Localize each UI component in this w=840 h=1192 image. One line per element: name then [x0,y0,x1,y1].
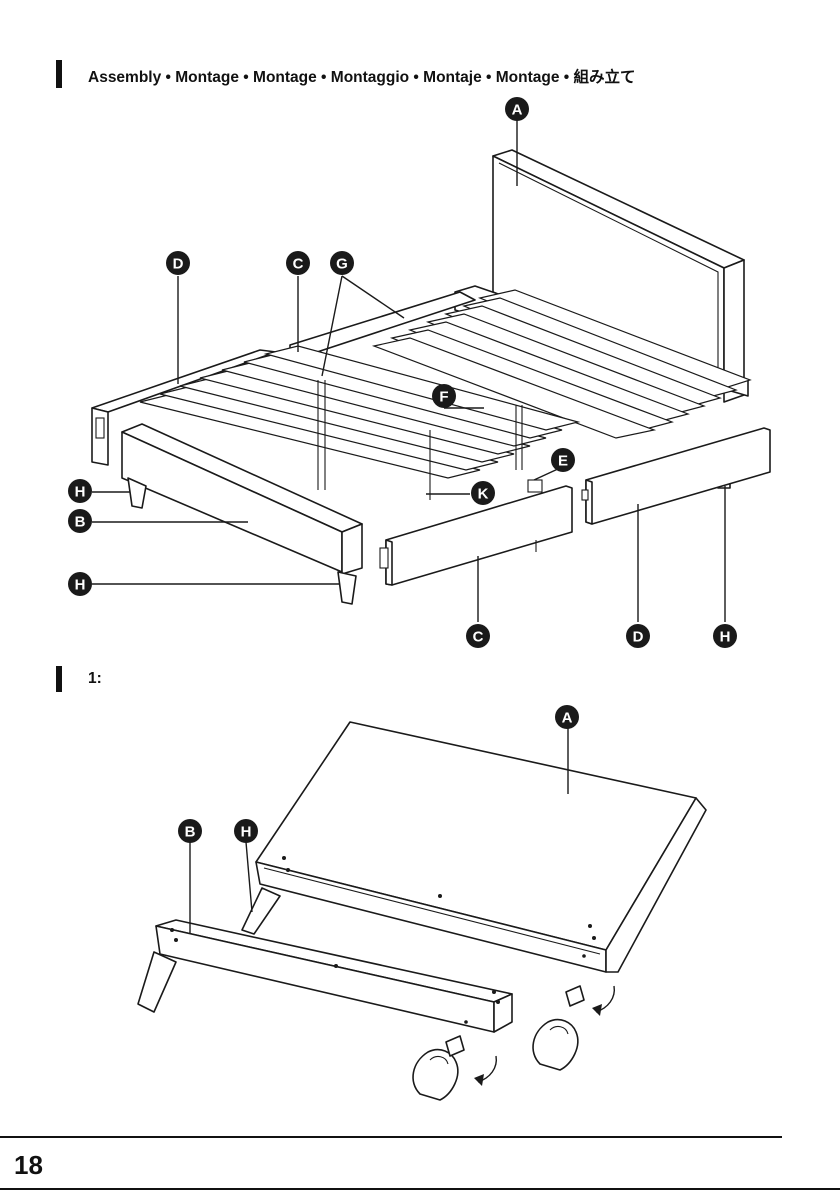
callout-h: H [68,479,92,503]
svg-text:H: H [720,629,731,646]
svg-text:G: G [336,256,348,273]
callout-c: C [286,251,310,275]
callout-k: K [471,481,495,505]
svg-text:A: A [562,710,573,727]
step1-diagram: A B H [0,690,840,1130]
step-label: 1: [88,670,102,688]
step-marker [56,666,62,692]
footer-divider [0,1136,782,1138]
callout-b: B [68,509,92,533]
callout-b: B [178,819,202,843]
support-bracket [528,480,542,492]
callout-a: A [505,97,529,121]
callout-h: H [234,819,258,843]
callout-d: D [166,251,190,275]
callout-a: A [555,705,579,729]
leg-headboard [242,888,280,934]
page-number: 18 [14,1150,43,1181]
svg-text:D: D [633,629,644,646]
hand-icon [413,1036,464,1100]
svg-text:A: A [512,102,523,119]
bed-exploded-diagram: A D C G F E K H B H C D H [0,0,840,660]
callout-c: C [466,624,490,648]
callout-f: F [432,384,456,408]
svg-text:C: C [473,629,484,646]
svg-text:B: B [185,824,196,841]
hand-icon [533,986,584,1070]
callout-g: G [330,251,354,275]
callout-d: D [626,624,650,648]
svg-text:D: D [173,256,184,273]
svg-text:F: F [439,389,448,406]
svg-text:H: H [75,577,86,594]
leg-footboard [138,952,176,1012]
svg-text:H: H [241,824,252,841]
callout-h: H [713,624,737,648]
front-rail-far-right [582,428,770,524]
svg-text:E: E [558,453,568,470]
svg-text:C: C [293,256,304,273]
callout-e: E [551,448,575,472]
svg-text:K: K [478,486,489,503]
svg-text:H: H [75,484,86,501]
headboard-flat [256,722,706,972]
bottom-divider [0,1188,840,1190]
footboard-flat [156,920,512,1032]
svg-text:B: B [75,514,86,531]
callout-h: H [68,572,92,596]
